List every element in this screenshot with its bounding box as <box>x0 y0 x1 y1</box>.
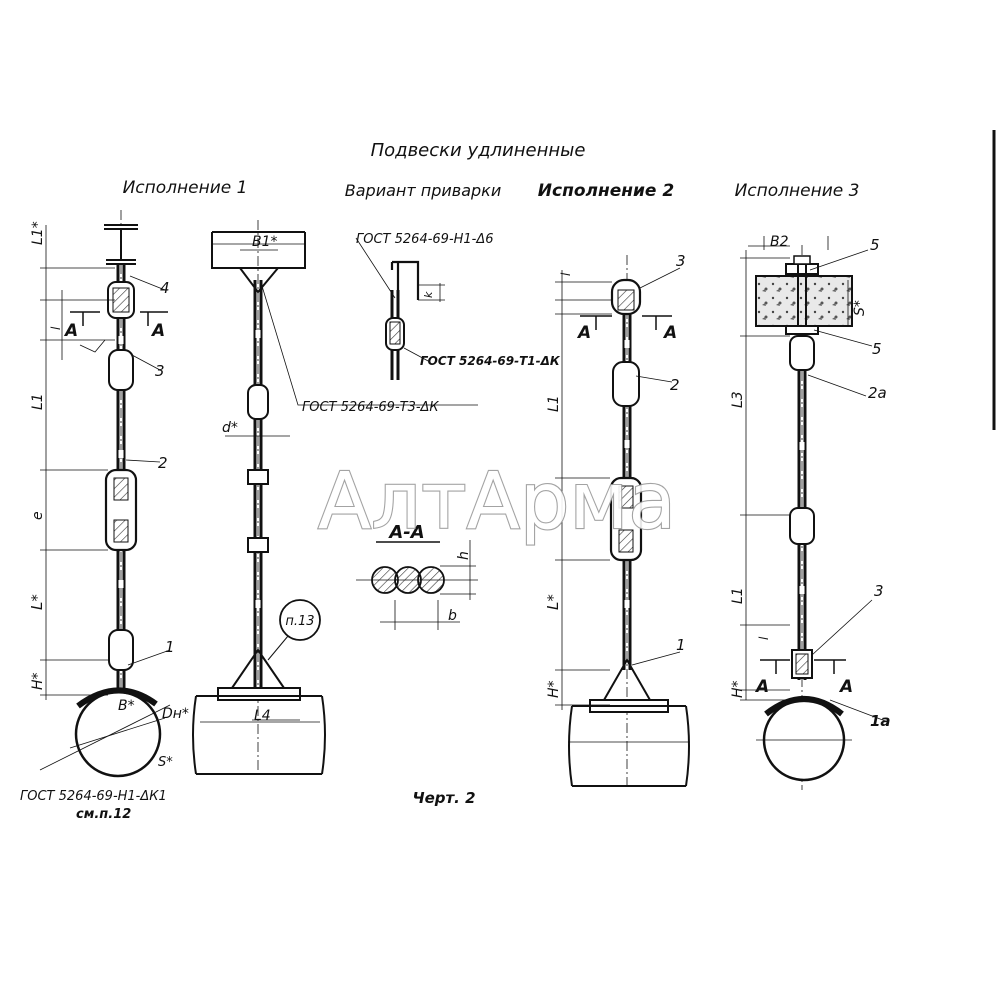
v3-part-5-bottom: 5 <box>872 340 882 358</box>
v3-part-2a: 2а <box>868 384 887 402</box>
v3-dim-S-star: S* <box>852 300 868 316</box>
v2-dim-l: l <box>559 272 573 276</box>
v3-section-mark-left: А <box>754 677 769 697</box>
part-3: 3 <box>155 362 165 380</box>
dim-S-star: S* <box>158 755 173 770</box>
v2-part-1: 1 <box>676 636 686 654</box>
v3-dim-L1: L1 <box>730 587 746 604</box>
gost-note-1: ГОСТ 5264-69-Н1-ΔК1 <box>20 789 167 804</box>
drawing-title: Подвески удлиненные <box>371 140 586 161</box>
v2-dim-L-star: L* <box>544 594 562 610</box>
v3-dim-B2: B2 <box>770 234 789 250</box>
dim-e: e <box>30 511 46 520</box>
gost-note-2: ГОСТ 5264-69-Т3-ΔК <box>302 400 439 415</box>
v3-part-5-top: 5 <box>870 236 880 254</box>
weld-variant <box>355 237 445 380</box>
section-label: А-А <box>387 522 424 543</box>
watermark: АлтАрма <box>318 457 676 547</box>
section-mark-left: А <box>63 321 78 341</box>
v3-section-mark-right: А <box>838 677 853 697</box>
v3-dim-l: l <box>757 636 771 640</box>
part-4: 4 <box>160 279 170 297</box>
v3-part-3: 3 <box>874 582 884 600</box>
dim-L-star: L* <box>28 594 46 610</box>
v3-dim-H-star: H* <box>730 680 746 698</box>
figure-caption: Черт. 2 <box>412 789 475 807</box>
v2-section-mark-left: А <box>576 323 591 343</box>
v2-part-2: 2 <box>670 376 680 394</box>
v3-dim-L3: L3 <box>730 391 746 408</box>
section-dim-b: b <box>448 608 457 624</box>
gost-note-4: ГОСТ 5264-69-Т1-ΔК <box>420 354 561 368</box>
v2-dim-H-star: H* <box>546 680 562 698</box>
v2-dim-L1: L1 <box>546 395 562 412</box>
dim-l: l <box>49 326 63 330</box>
view-title-1: Исполнение 1 <box>123 178 248 198</box>
dim-B1-star: B1* <box>252 234 278 250</box>
view-title-3: Исполнение 3 <box>735 181 860 201</box>
v2-part-3: 3 <box>676 252 686 270</box>
dim-Dn-star: Dн* <box>162 706 189 722</box>
dim-L1-star: L1* <box>30 221 46 245</box>
dim-L1: L1 <box>30 393 46 410</box>
section-dim-h: h <box>456 551 472 560</box>
dim-d-star: d* <box>222 420 238 436</box>
section-a-a <box>356 540 478 630</box>
dim-L4: L4 <box>254 708 271 724</box>
view-1-side <box>192 220 478 775</box>
view-title-2: Исполнение 2 <box>538 181 674 201</box>
v3-part-1a: 1а <box>870 712 891 730</box>
section-mark-right: А <box>150 321 165 341</box>
dim-H-star: H* <box>30 672 46 690</box>
part-1: 1 <box>165 638 175 656</box>
note-p13: п.13 <box>285 614 314 629</box>
view-2 <box>555 255 690 790</box>
gost-note-1-ref: см.п.12 <box>76 807 131 822</box>
dim-B-star: B* <box>118 698 135 714</box>
gost-note-3: ГОСТ 5264-69-Н1-Δ6 <box>356 232 494 247</box>
v2-section-mark-right: А <box>662 323 677 343</box>
dim-k: k <box>422 291 435 298</box>
view-3 <box>740 236 889 790</box>
view-title-weld: Вариант приварки <box>345 181 501 200</box>
view-1-front <box>39 210 171 778</box>
part-2: 2 <box>158 454 168 472</box>
